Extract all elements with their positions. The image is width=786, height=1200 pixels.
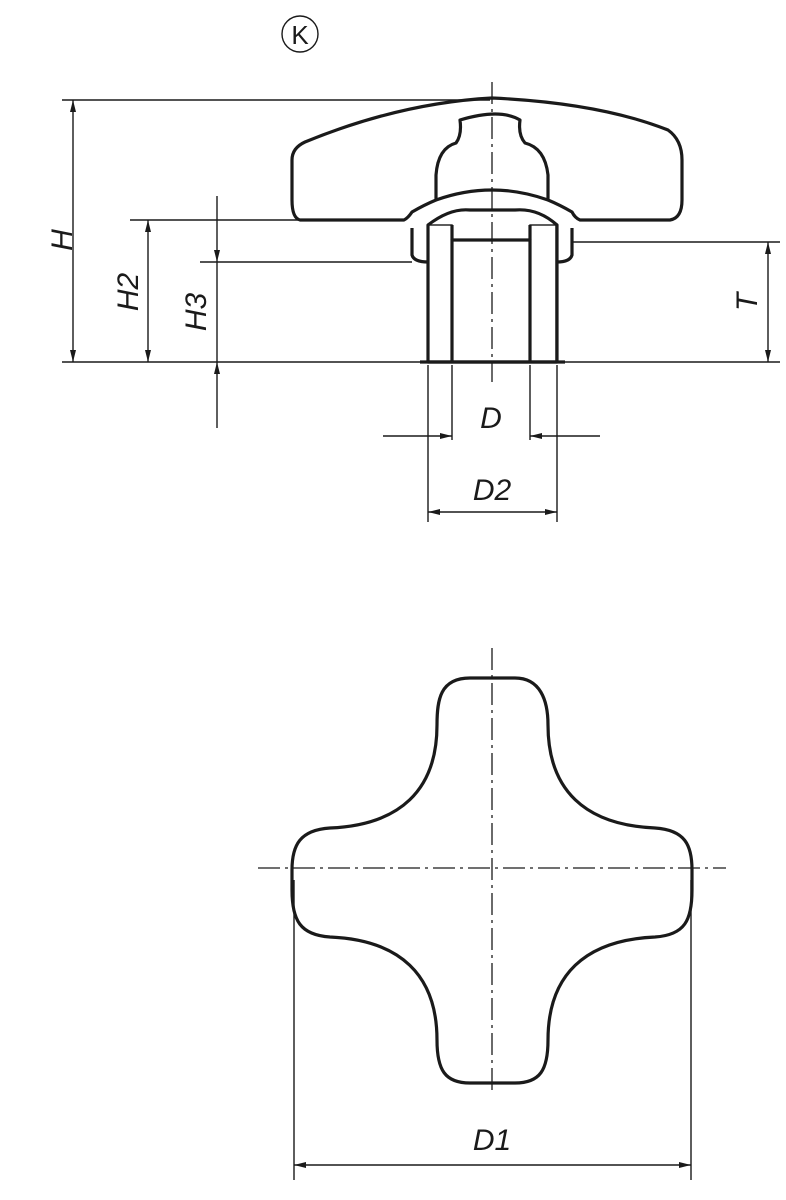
extension-lines — [62, 99, 780, 522]
insert-outline — [426, 208, 559, 364]
section-right — [529, 224, 557, 363]
knob-wings — [290, 96, 684, 222]
variant-mark: K — [281, 15, 319, 53]
variant-mark-label: K — [291, 20, 309, 50]
label-H2: H2 — [112, 273, 145, 312]
side-view: H H2 H3 T D D2 — [46, 82, 780, 522]
top-view: D1 — [258, 648, 726, 1180]
star-knob-outline — [290, 676, 694, 1085]
section-left — [427, 224, 453, 363]
label-T: T — [731, 290, 764, 311]
label-D1: D1 — [473, 1124, 511, 1157]
knob-hub-arc — [435, 188, 549, 202]
bore — [450, 238, 532, 362]
insert-collar — [410, 228, 574, 264]
label-H3: H3 — [180, 293, 213, 332]
label-D: D — [480, 402, 502, 435]
label-H: H — [46, 229, 79, 251]
label-D2: D2 — [473, 474, 512, 507]
